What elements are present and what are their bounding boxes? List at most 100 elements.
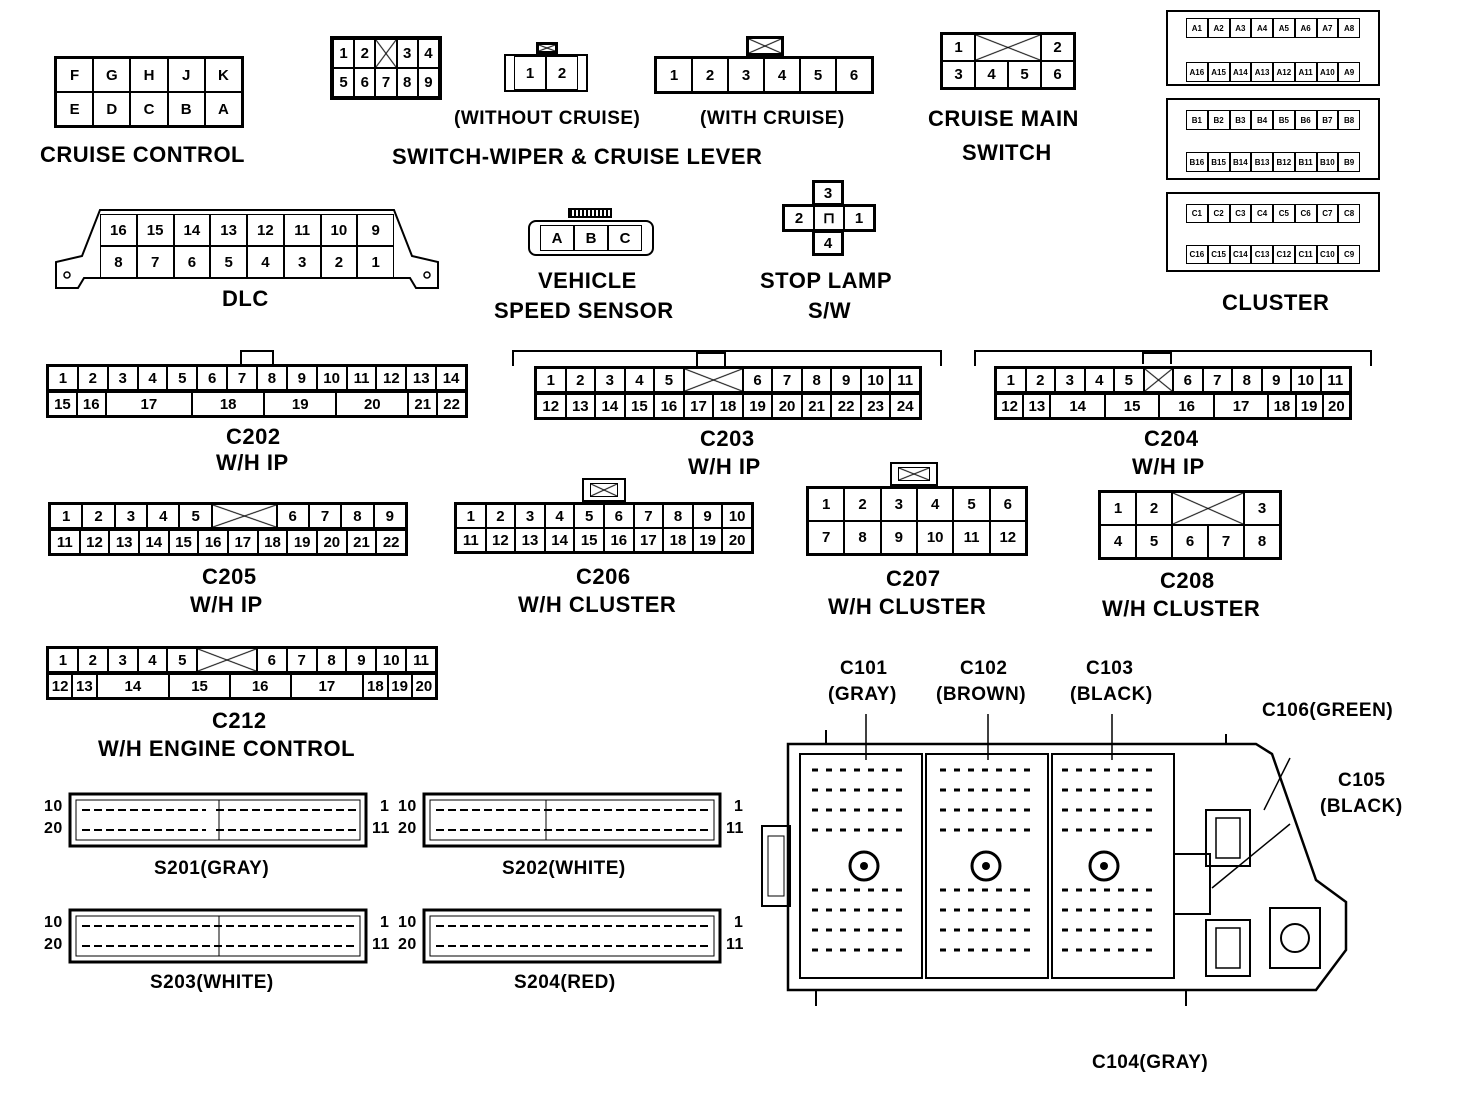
pin: 1 [536, 368, 566, 392]
pin: A12 [1273, 62, 1295, 82]
stop-lamp-middle: 2 ⊓ 1 [782, 204, 876, 232]
pin: 8 [316, 648, 347, 672]
cluster-c-frame [1166, 192, 1380, 272]
pin: 10 [316, 366, 347, 390]
pin: 1 [844, 206, 874, 230]
s202-label: S202(WHITE) [502, 858, 626, 879]
s204-pin-20: 20 [398, 936, 417, 953]
c212-connector-bottom: 12 13 14 15 16 17 18 19 20 [46, 672, 438, 700]
pin: 14 [138, 530, 169, 554]
pin: 6 [197, 366, 228, 390]
pin: 18 [663, 528, 693, 552]
pin: 6 [1041, 61, 1074, 88]
pin: 17 [227, 530, 258, 554]
pin: 6 [354, 68, 376, 97]
pin: 16 [198, 530, 228, 554]
pin: 14 [1050, 394, 1105, 418]
c204-bracket [974, 350, 1372, 366]
pin: 20 [411, 674, 436, 698]
pin: 11 [1320, 368, 1350, 392]
pin: 9 [346, 648, 377, 672]
pin: 12 [485, 528, 516, 552]
pin: 19 [264, 392, 337, 416]
pcm-pins [812, 768, 1158, 952]
pin: 18 [363, 674, 388, 698]
vss-label-2: SPEED SENSOR [494, 298, 674, 323]
dlc-label: DLC [222, 286, 269, 311]
pin: 3 [396, 39, 418, 68]
cruise-control-label: CRUISE CONTROL [40, 142, 245, 167]
pin: 9 [417, 68, 439, 97]
pin: 19 [387, 674, 412, 698]
pin: C16 [1186, 245, 1208, 264]
s202-pin-1: 1 [734, 798, 744, 815]
vss-connector: A B C [528, 220, 654, 256]
s202-pin-11: 11 [726, 820, 744, 837]
c208-connector: 1 2 3 4 5 6 7 8 [1098, 490, 1282, 560]
pin: 11 [283, 214, 321, 246]
pin: 12 [996, 394, 1024, 418]
latch [748, 38, 782, 54]
pin: 4 [137, 648, 168, 672]
pin: C2 [1207, 204, 1230, 223]
cruise-main-label-2: SWITCH [962, 140, 1052, 165]
pin: 3 [107, 648, 138, 672]
pin: 21 [408, 392, 438, 416]
pin: 13 [109, 530, 139, 554]
pin: 22 [437, 392, 466, 416]
pin: A16 [1186, 62, 1208, 82]
pin: 3 [595, 368, 625, 392]
pin: 14 [544, 528, 575, 552]
s203-pin-11: 11 [372, 936, 390, 953]
c202-connector-top: 1 2 3 4 5 6 7 8 9 10 11 12 13 14 [46, 364, 468, 392]
pin: 15 [169, 674, 230, 698]
pin: 15 [1104, 394, 1160, 418]
pin: 6 [836, 58, 872, 92]
pin: 6 [173, 246, 211, 278]
pin: 11 [456, 528, 486, 552]
pin: 16 [654, 394, 684, 418]
s204-pin-1: 1 [734, 914, 744, 931]
pcm-leader-lines [865, 714, 1291, 889]
pin: 2 [784, 206, 814, 230]
pin: 8 [396, 68, 418, 97]
pin: A [204, 92, 242, 126]
pin: A2 [1207, 18, 1230, 38]
c103-color: (BLACK) [1070, 684, 1153, 705]
s201-splice-pack [68, 792, 368, 848]
pin: 21 [801, 394, 832, 418]
pin: C4 [1251, 204, 1273, 223]
cluster-a-frame [1166, 10, 1380, 86]
c205-connector-top: 1 2 3 4 5 6 7 8 9 [48, 502, 408, 530]
pin: B [167, 92, 205, 126]
blank-pin [375, 39, 397, 68]
pin: 7 [772, 368, 802, 392]
pin: 5 [1136, 525, 1172, 558]
pin: 1 [48, 366, 78, 390]
c204-latch [1142, 352, 1172, 364]
pin: 4 [916, 488, 954, 521]
pin: 10 [376, 648, 407, 672]
pin: 11 [406, 648, 436, 672]
c101-color: (GRAY) [828, 684, 897, 705]
c203-connector-top: 1 2 3 4 5 6 7 8 9 10 11 [534, 366, 922, 394]
c105-label: C105 [1338, 770, 1386, 791]
pin: 5 [654, 368, 684, 392]
pin: 2 [320, 246, 358, 278]
pin: 10 [860, 368, 891, 392]
c206-desc: W/H CLUSTER [518, 592, 677, 617]
pin: 8 [341, 504, 374, 528]
pin: B1 [1186, 110, 1208, 130]
pin: 18 [1268, 394, 1296, 418]
pin: 8 [663, 504, 693, 528]
pin: 10 [1291, 368, 1321, 392]
pin: 8 [1232, 368, 1262, 392]
pin: 3 [814, 182, 842, 204]
pin: 7 [1202, 368, 1232, 392]
c212-name: C212 [212, 708, 267, 733]
s201-pin-10: 10 [44, 798, 63, 815]
cruise-control-connector: F G H J K E D C B A [54, 56, 244, 128]
pin: A8 [1338, 18, 1360, 38]
c206-connector: 1 2 3 4 5 6 7 8 9 10 11 12 13 14 15 16 1… [454, 502, 754, 554]
c204-connector-bottom: 12 13 14 15 16 17 18 19 20 [994, 392, 1352, 420]
